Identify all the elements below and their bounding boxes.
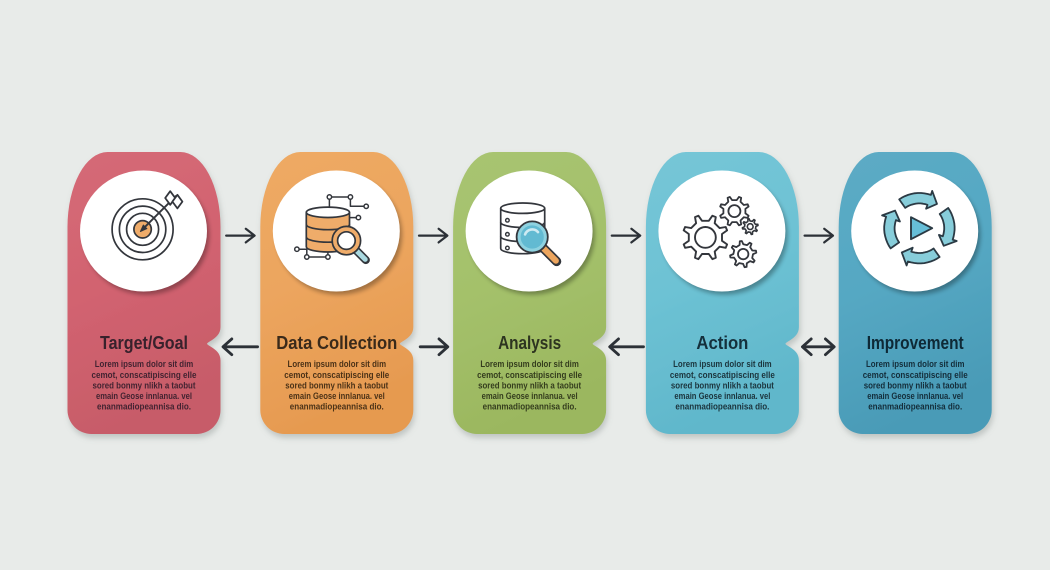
svg-text:Data Collection: Data Collection [276,332,397,353]
svg-text:emain Geose innlanua. vel: emain Geose innlanua. vel [674,391,770,401]
svg-text:sored bonmy nlikh a taobut: sored bonmy nlikh a taobut [671,380,774,390]
svg-text:enanmadiopeannisa dio.: enanmadiopeannisa dio. [868,401,962,411]
svg-text:Lorem ipsum dolor sit dim: Lorem ipsum dolor sit dim [673,359,772,369]
svg-text:Improvement: Improvement [867,332,964,353]
svg-text:emain Geose innlanua. vel: emain Geose innlanua. vel [96,391,192,401]
svg-text:sored bonmy nlikh a taobut: sored bonmy nlikh a taobut [285,380,388,390]
svg-text:enanmadiopeannisa dio.: enanmadiopeannisa dio. [290,401,384,411]
svg-text:cemot, conscatipiscing elle: cemot, conscatipiscing elle [477,370,582,380]
svg-text:cemot, conscatipiscing elle: cemot, conscatipiscing elle [863,370,968,380]
svg-text:Target/Goal: Target/Goal [100,332,188,353]
svg-text:cemot, conscatipiscing elle: cemot, conscatipiscing elle [284,370,389,380]
svg-text:emain Geose innlanua. vel: emain Geose innlanua. vel [482,391,578,401]
svg-text:sored bonmy nlikh a taobut: sored bonmy nlikh a taobut [864,380,967,390]
svg-text:Lorem ipsum dolor sit dim: Lorem ipsum dolor sit dim [480,359,579,369]
svg-text:enanmadiopeannisa dio.: enanmadiopeannisa dio. [483,401,577,411]
svg-text:sored bonmy nlikh a taobut: sored bonmy nlikh a taobut [478,380,581,390]
svg-text:Lorem ipsum dolor sit dim: Lorem ipsum dolor sit dim [95,359,194,369]
svg-text:Lorem ipsum dolor sit dim: Lorem ipsum dolor sit dim [866,359,965,369]
svg-text:Action: Action [696,332,748,353]
svg-text:cemot, conscatipiscing elle: cemot, conscatipiscing elle [670,370,775,380]
svg-text:Analysis: Analysis [498,332,561,353]
svg-text:enanmadiopeannisa dio.: enanmadiopeannisa dio. [675,401,769,411]
svg-text:sored bonmy nlikh a taobut: sored bonmy nlikh a taobut [93,380,196,390]
svg-text:Lorem ipsum dolor sit dim: Lorem ipsum dolor sit dim [288,359,387,369]
svg-text:enanmadiopeannisa dio.: enanmadiopeannisa dio. [97,401,191,411]
svg-text:cemot, conscatipiscing elle: cemot, conscatipiscing elle [92,370,197,380]
svg-text:emain Geose innlanua. vel: emain Geose innlanua. vel [867,391,963,401]
svg-text:emain Geose innlanua. vel: emain Geose innlanua. vel [289,391,385,401]
